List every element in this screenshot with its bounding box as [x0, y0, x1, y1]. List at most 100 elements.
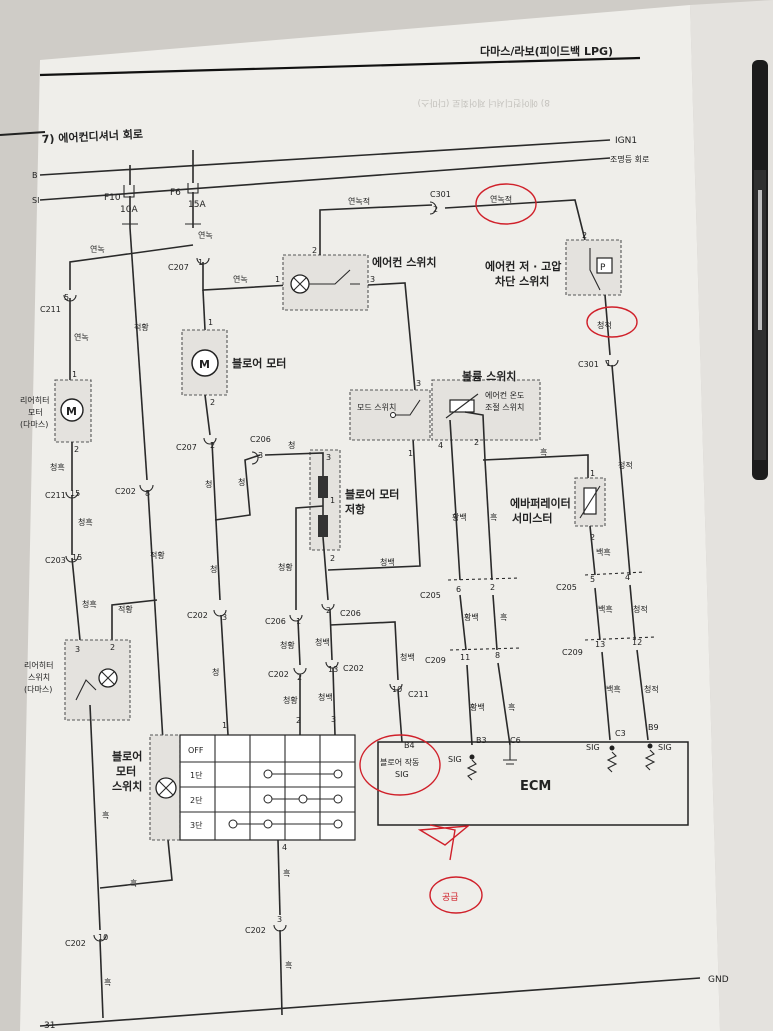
svg-text:B3: B3	[476, 736, 487, 745]
svg-text:C3: C3	[615, 729, 626, 738]
svg-text:흑: 흑	[540, 447, 547, 457]
svg-text:SIG: SIG	[586, 743, 600, 752]
svg-text:2: 2	[582, 231, 587, 240]
blower-switch-label: 블로어	[112, 749, 142, 763]
svg-text:15: 15	[72, 553, 82, 562]
svg-text:청: 청	[238, 478, 245, 487]
rear-heater-switch-label: 리어히터	[24, 660, 53, 670]
rear-heater-switch-box	[64, 639, 131, 721]
svg-text:2: 2	[590, 533, 595, 542]
svg-text:청백: 청백	[318, 692, 333, 702]
svg-text:3: 3	[258, 451, 263, 460]
svg-text:흑: 흑	[508, 702, 515, 712]
svg-text:C301: C301	[578, 360, 599, 369]
wire-label: 청적	[597, 320, 612, 330]
rear-heater-label: 리어히터	[20, 395, 49, 405]
svg-text:모터: 모터	[116, 764, 136, 778]
red-circle-annotation	[586, 306, 638, 338]
connector-c203: C203	[45, 556, 66, 565]
connector-c301: C301	[430, 190, 451, 199]
svg-text:15: 15	[70, 489, 80, 498]
svg-text:백흑: 백흑	[596, 547, 611, 557]
svg-text:M: M	[199, 358, 210, 371]
svg-text:청흑: 청흑	[82, 599, 97, 609]
svg-text:2: 2	[330, 554, 335, 563]
svg-text:황백: 황백	[464, 612, 479, 622]
svg-text:1: 1	[72, 370, 77, 379]
svg-text:청백: 청백	[400, 652, 415, 662]
ecm-box	[377, 741, 689, 826]
pressure-switch-box	[565, 239, 622, 296]
switch-row-2: 2단	[190, 795, 203, 805]
svg-text:청적: 청적	[644, 684, 659, 694]
svg-text:적황: 적황	[118, 604, 133, 614]
svg-text:청적: 청적	[618, 460, 633, 470]
svg-text:5: 5	[590, 575, 595, 584]
svg-text:11: 11	[460, 653, 470, 662]
page-number: 31	[44, 1021, 55, 1031]
svg-text:13: 13	[595, 640, 605, 649]
wire-label: 황백	[452, 512, 467, 522]
evap-thermistor-label: 에바퍼레이터	[510, 496, 571, 510]
svg-text:청흑: 청흑	[78, 517, 93, 527]
handwritten-note: 공급	[442, 892, 459, 903]
svg-text:10: 10	[98, 933, 108, 942]
svg-text:C202: C202	[245, 926, 266, 935]
connector-c207: C207	[168, 263, 189, 272]
svg-text:연녹: 연녹	[233, 275, 248, 284]
svg-text:모터: 모터	[28, 408, 43, 417]
wire-label: 연녹	[74, 333, 89, 342]
svg-text:흑: 흑	[285, 960, 292, 970]
svg-text:8: 8	[495, 651, 500, 660]
svg-text:15A: 15A	[188, 200, 206, 210]
svg-text:차단 스위치: 차단 스위치	[495, 274, 549, 288]
svg-text:3: 3	[326, 453, 331, 462]
blower-resistor-label: 블로어 모터	[345, 487, 399, 501]
rail-illum-label: 조명등 회로	[610, 154, 649, 164]
rail-gnd	[39, 977, 701, 1027]
svg-text:스위치: 스위치	[112, 779, 142, 793]
svg-text:M: M	[66, 405, 77, 418]
pressure-switch-icon: P	[600, 263, 606, 273]
svg-text:2: 2	[490, 583, 495, 592]
switch-row-off: OFF	[188, 746, 204, 755]
svg-text:SIG: SIG	[395, 770, 409, 779]
svg-text:5: 5	[64, 293, 69, 302]
svg-text:3: 3	[370, 275, 375, 284]
ecm-b4-label: 블로어 작동	[380, 757, 419, 767]
svg-text:4: 4	[438, 441, 443, 450]
svg-text:스위치: 스위치	[28, 673, 50, 682]
connector-c206: C206	[250, 435, 271, 444]
svg-text:연녹적: 연녹적	[490, 194, 512, 204]
rail-b-label: B	[32, 171, 38, 180]
svg-text:1: 1	[275, 275, 280, 284]
svg-text:2: 2	[210, 398, 215, 407]
svg-text:C211: C211	[45, 491, 66, 500]
svg-text:1: 1	[330, 496, 335, 505]
svg-text:C206: C206	[340, 609, 361, 618]
svg-text:C202: C202	[343, 664, 364, 673]
blower-motor-icon	[191, 349, 219, 377]
switch-row-1: 1단	[190, 770, 203, 780]
wire-label: 연녹	[198, 231, 213, 240]
wire-label: 청흑	[50, 462, 65, 472]
pressure-switch-label: 에어컨 저 · 고압	[485, 259, 561, 273]
svg-text:C202: C202	[65, 939, 86, 948]
svg-text:C202: C202	[187, 611, 208, 620]
svg-text:C209: C209	[562, 648, 583, 657]
svg-text:3: 3	[416, 379, 421, 388]
ecm-label: ECM	[520, 779, 551, 794]
svg-text:C6: C6	[510, 736, 521, 745]
temp-switch-label: 에어컨 온도	[485, 390, 524, 400]
svg-text:1: 1	[222, 721, 227, 730]
rail-s-label: SI	[32, 196, 39, 205]
wire-label: 연녹적	[348, 196, 370, 206]
svg-text:3: 3	[75, 645, 80, 654]
svg-text:흑: 흑	[500, 612, 507, 622]
red-circle-annotation	[359, 734, 441, 796]
svg-text:청백: 청백	[315, 637, 330, 647]
svg-text:12: 12	[632, 638, 642, 647]
connector-c209: C209	[425, 656, 446, 665]
svg-text:2: 2	[110, 643, 115, 652]
svg-text:1: 1	[606, 359, 611, 368]
